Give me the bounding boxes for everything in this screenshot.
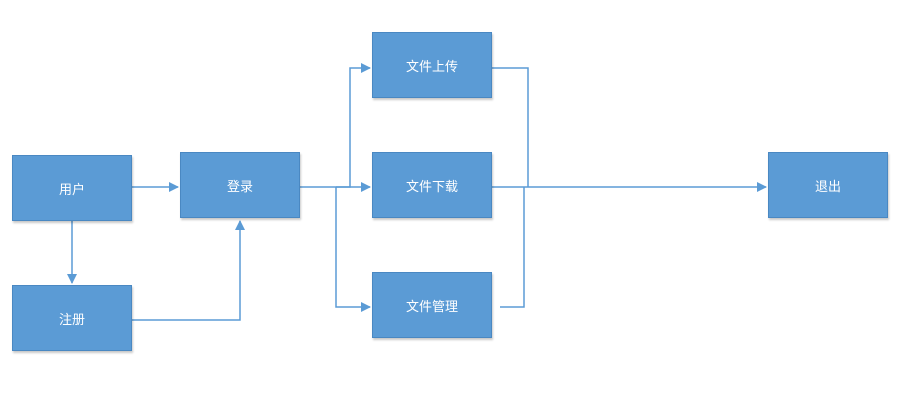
node-file-manage: 文件管理 — [372, 272, 492, 338]
node-register: 注册 — [12, 285, 132, 351]
node-login: 登录 — [180, 152, 300, 218]
edge-register-to-login — [132, 220, 245, 321]
node-user: 用户 — [12, 155, 132, 221]
node-label: 文件上传 — [405, 59, 458, 75]
node-file-upload: 文件上传 — [372, 32, 492, 98]
edge-upload-to-logout — [492, 67, 529, 187]
node-label: 登录 — [226, 179, 253, 195]
node-label: 用户 — [58, 182, 85, 198]
node-label: 文件管理 — [405, 299, 458, 315]
edge-login-to-manage — [335, 187, 371, 312]
node-label: 注册 — [58, 312, 85, 328]
node-label: 退出 — [814, 179, 841, 195]
node-label: 文件下载 — [405, 179, 458, 195]
node-file-download: 文件下载 — [372, 152, 492, 218]
edge-login-to-upload — [336, 63, 371, 188]
node-logout: 退出 — [768, 152, 888, 218]
edge-manage-to-logout — [500, 187, 525, 308]
